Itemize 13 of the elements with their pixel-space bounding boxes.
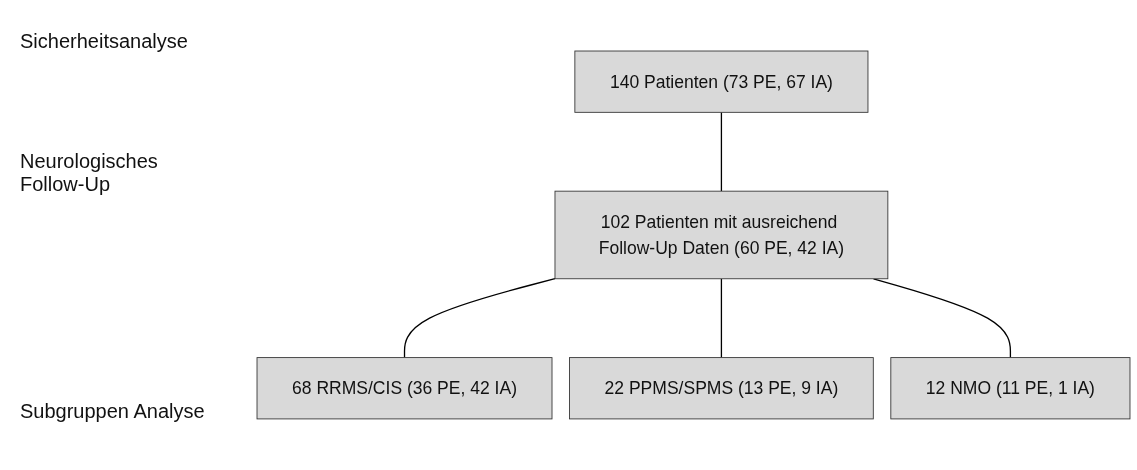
connector (403, 278, 556, 359)
node-box (890, 357, 1131, 420)
flowchart: 140 Patienten (73 PE, 67 IA) 102 Patienten mit ausreichend Follow-Up Daten (60 PE, 42 IA) 68 RRMS/CIS (36 PE, 42 IA) 22 PPMS/SPMS (13 PE, 9 IA) 12 NMO (11 PE, 1 IA) (250, 44, 1137, 426)
node-box (256, 357, 553, 420)
connector (720, 111, 723, 192)
connector (872, 278, 1012, 359)
connector (720, 278, 723, 359)
row-label: Subgruppen Analyse (20, 400, 206, 423)
row-label: Sicherheitsanalyse (20, 30, 189, 53)
node-box (554, 190, 889, 280)
node-box (574, 50, 869, 113)
node-box (569, 357, 874, 420)
row-label: Neurologisches Follow-Up (20, 150, 159, 196)
